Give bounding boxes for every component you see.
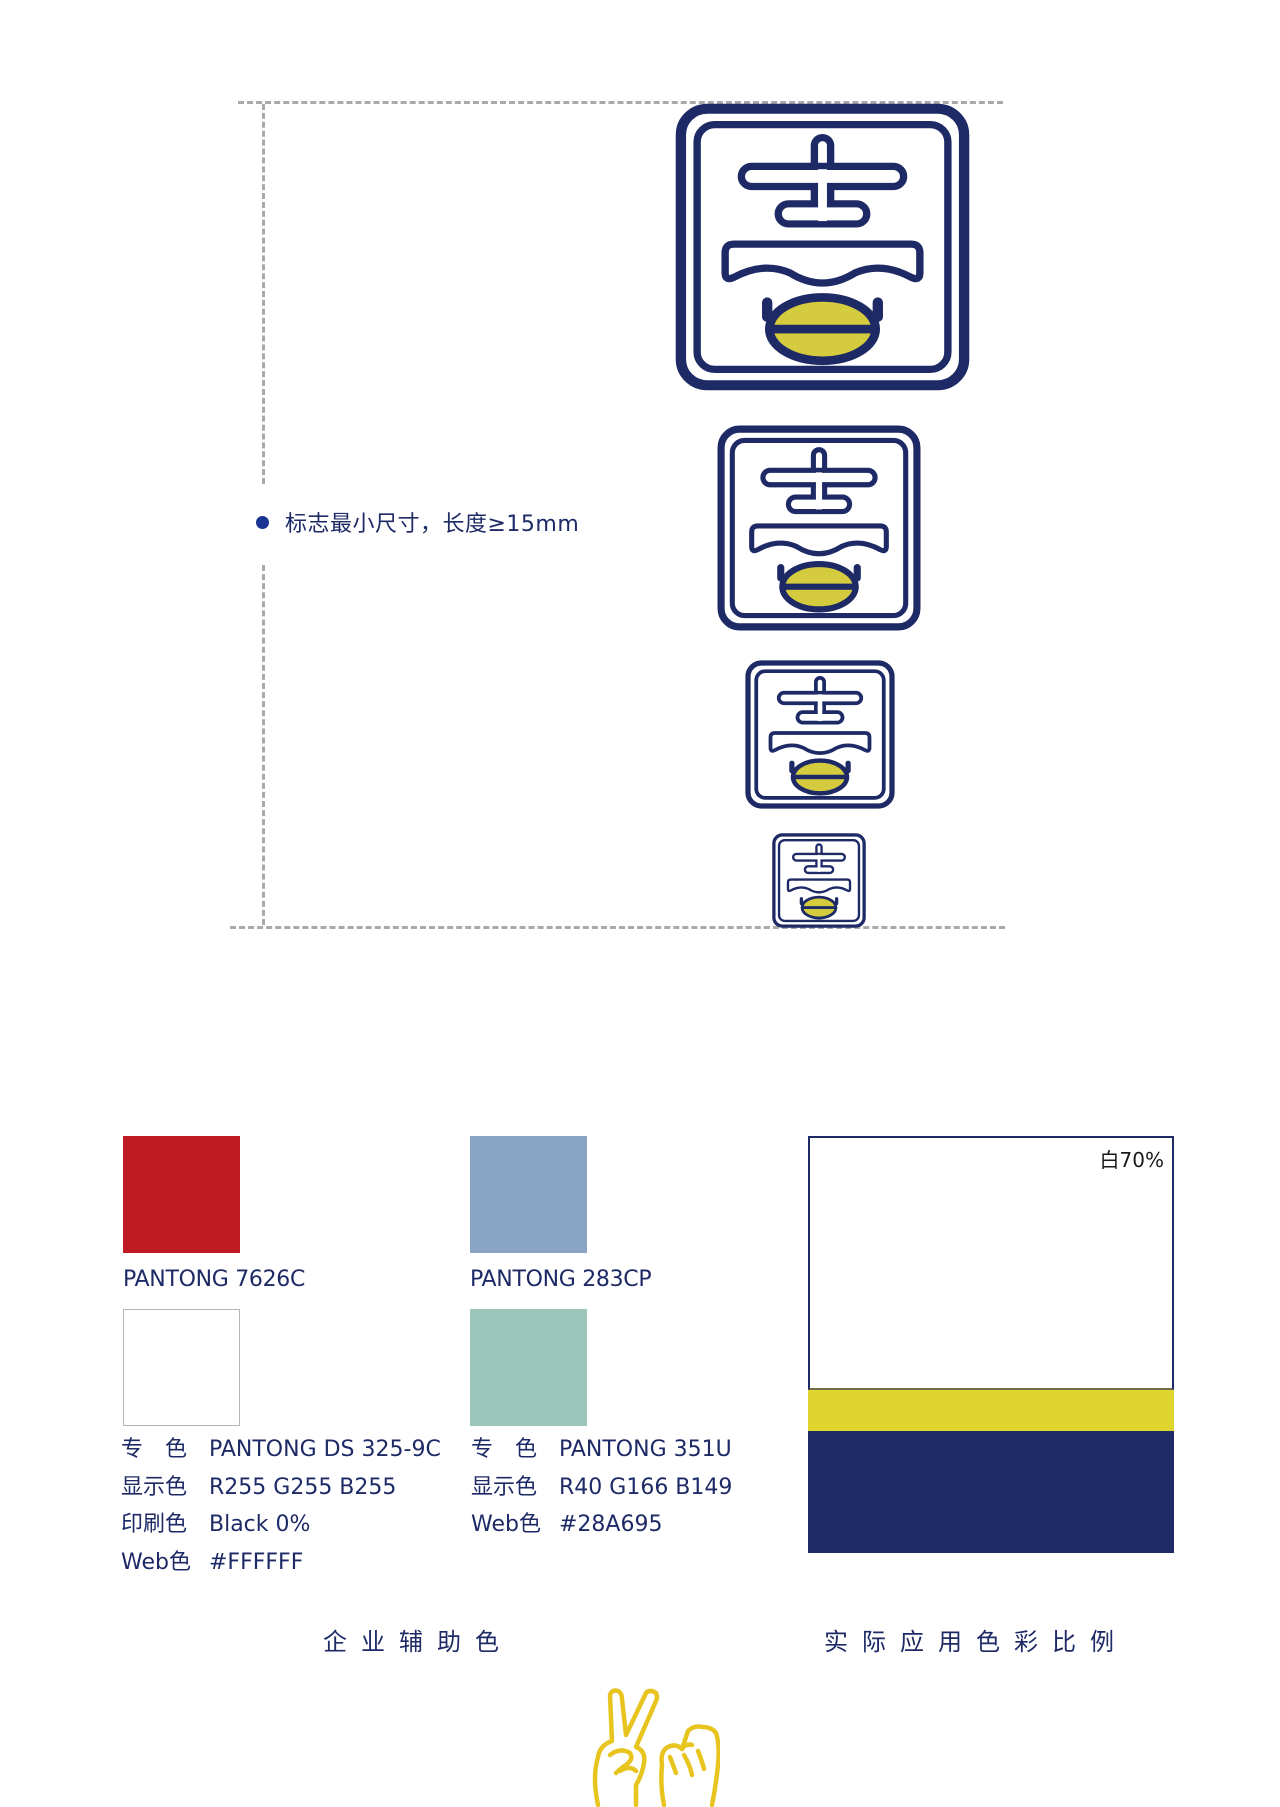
spec-key: Web色 [471, 1512, 541, 1537]
logo-small [745, 660, 895, 809]
swatch-white-specs: 专 色 PANTONG DS 325-9C 显示色 R255 G255 B255 印… [121, 1431, 441, 1581]
color-ratio-chart: 白70% [808, 1136, 1174, 1553]
guide-line-vertical-lower [262, 565, 265, 925]
swatch-blue [470, 1136, 587, 1253]
swatch-red [123, 1136, 240, 1253]
spec-value: R40 G166 B149 [559, 1474, 733, 1500]
spec-key: 印刷色 [121, 1512, 188, 1537]
auxiliary-colors-caption: 企业辅助色 [323, 1628, 513, 1656]
guide-line-vertical-upper [262, 104, 265, 484]
spec-key: 显示色 [121, 1474, 188, 1500]
spec-value: PANTONG DS 325-9C [209, 1437, 441, 1462]
guide-line-bottom [230, 926, 1005, 929]
spec-key: 显示色 [471, 1474, 538, 1500]
logo-medium [717, 425, 921, 631]
swatch-white [123, 1309, 240, 1426]
spec-value: PANTONG 351U [559, 1437, 732, 1462]
spec-value: Black 0% [209, 1512, 311, 1537]
logo-minimum [772, 833, 866, 928]
spec-key: 专 色 [121, 1437, 188, 1462]
swatch-teal-specs: 专 色 PANTONG 351U 显示色 R40 G166 B149 Web色 #28… [471, 1431, 732, 1544]
spec-value: #28A695 [559, 1512, 663, 1537]
minimum-size-note: 标志最小尺寸，长度≥15mm [256, 506, 579, 538]
swatch-teal [470, 1309, 587, 1426]
swatch-blue-label: PANTONG 283CP [470, 1267, 652, 1292]
guide-line-top [238, 101, 1003, 104]
white-percent-label: 白70% [1099, 1148, 1164, 1172]
swatch-red-label: PANTONG 7626C [123, 1267, 306, 1292]
bullet-dot-icon [256, 515, 269, 529]
spec-key: 专 色 [471, 1437, 538, 1462]
spec-value: R255 G255 B255 [209, 1474, 397, 1500]
logo-large [675, 103, 970, 391]
victory-hands-icon [592, 1688, 720, 1807]
ratio-navy-segment [808, 1431, 1174, 1553]
color-ratio-caption: 实际应用色彩比例 [824, 1628, 1128, 1656]
spec-key: Web色 [121, 1549, 191, 1575]
ratio-yellow-segment [808, 1390, 1174, 1431]
minimum-size-text: 标志最小尺寸，长度≥15mm [285, 512, 580, 537]
spec-value: #FFFFFF [209, 1549, 304, 1575]
ratio-white-segment: 白70% [808, 1136, 1174, 1390]
